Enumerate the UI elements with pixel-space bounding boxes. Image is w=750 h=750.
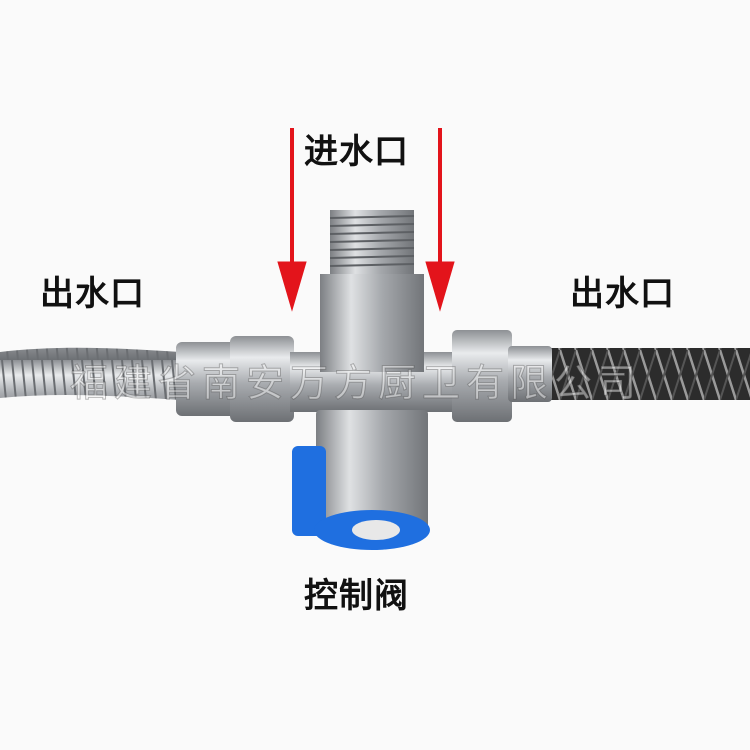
valve-cap-center bbox=[352, 520, 400, 540]
left-ferrule bbox=[176, 342, 236, 416]
left-arrow-head bbox=[277, 261, 307, 312]
left-hose bbox=[0, 347, 180, 400]
control-valve-label: 控制阀 bbox=[304, 576, 409, 616]
inlet-arrows bbox=[277, 128, 455, 312]
right-nut bbox=[452, 330, 512, 422]
right-hose bbox=[548, 348, 750, 400]
right-arrow-head bbox=[425, 261, 455, 312]
valve-body-vertical bbox=[320, 274, 424, 372]
valve-handle bbox=[292, 446, 326, 536]
left-nut bbox=[230, 336, 294, 422]
inlet-label: 进水口 bbox=[304, 132, 409, 172]
right-ferrule bbox=[508, 346, 552, 402]
watermark-text: 福建省南安万方厨卫有限公司 bbox=[69, 361, 643, 406]
valve-cylinder bbox=[316, 410, 428, 530]
outlet-right-label: 出水口 bbox=[570, 274, 675, 314]
thread-lines bbox=[329, 215, 415, 267]
outlet-left-label: 出水口 bbox=[40, 274, 145, 314]
